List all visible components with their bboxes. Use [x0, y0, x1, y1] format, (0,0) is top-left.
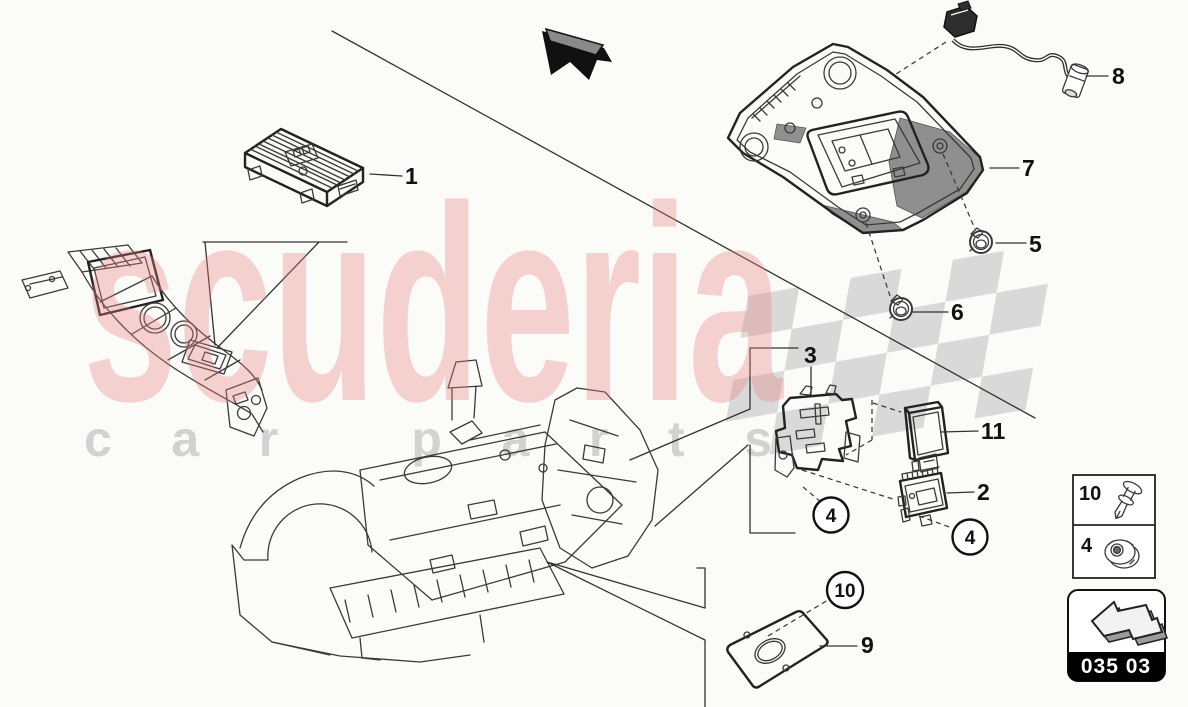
- legend-row-nut[interactable]: 4: [1081, 535, 1140, 569]
- callout-6[interactable]: 6: [951, 299, 964, 325]
- fastener-legend: 10 4: [1072, 474, 1156, 579]
- circled-callout-4-left[interactable]: 4: [812, 496, 850, 534]
- callout-2[interactable]: 2: [977, 479, 990, 505]
- callout-1[interactable]: 1: [405, 163, 418, 189]
- svg-text:10: 10: [1079, 483, 1101, 505]
- expanding-rivet-icon: [1114, 480, 1143, 520]
- circled-callouts: 4 4 10: [812, 496, 989, 610]
- watermark-brand: scuderia: [83, 148, 784, 459]
- svg-text:4: 4: [1081, 535, 1093, 557]
- page-code-text: 035 03: [1081, 655, 1151, 678]
- hex-nut-icon: [1104, 539, 1140, 569]
- svg-text:4: 4: [965, 528, 976, 549]
- body-shell-drawing: [231, 359, 659, 663]
- leader-lines: [202, 30, 1109, 707]
- trim-plate-part-9-drawing: [726, 610, 829, 689]
- wiring-harness-part-8-drawing: [943, 0, 1090, 99]
- page-code-box[interactable]: 035 03: [1067, 589, 1168, 682]
- control-module-part-2-drawing: [897, 466, 949, 527]
- callout-3[interactable]: 3: [804, 342, 817, 368]
- svg-text:4: 4: [826, 506, 837, 527]
- control-module-part-11-drawing: [903, 400, 950, 473]
- page-code-band: [1068, 652, 1165, 681]
- bulb-socket-part-5-drawing: [969, 227, 993, 254]
- storage-box-part-1-drawing: [243, 127, 365, 208]
- bracket-part-3-drawing: [774, 384, 861, 478]
- callout-5[interactable]: 5: [1029, 231, 1042, 257]
- callout-11[interactable]: 11: [981, 418, 1006, 444]
- legend-row-rivet[interactable]: 10: [1079, 479, 1144, 523]
- bulb-socket-part-6-drawing: [889, 294, 913, 321]
- center-console-drawing: [21, 244, 268, 437]
- roof-console-part-7-drawing: [726, 42, 985, 235]
- callout-9[interactable]: 9: [861, 632, 874, 658]
- circled-callout-4-right[interactable]: 4: [951, 518, 989, 556]
- assembly-dashed-lines: [767, 41, 976, 637]
- nav-arrow-up-left-icon: [1090, 600, 1168, 646]
- callout-8[interactable]: 8: [1112, 63, 1125, 89]
- callout-7[interactable]: 7: [1022, 155, 1035, 181]
- circled-callout-10[interactable]: 10: [825, 570, 865, 610]
- direction-arrow-down-left-icon: [542, 27, 612, 80]
- svg-text:10: 10: [834, 581, 855, 602]
- callouts: 1 7 5 6 8 3 11 2 9: [405, 63, 1125, 658]
